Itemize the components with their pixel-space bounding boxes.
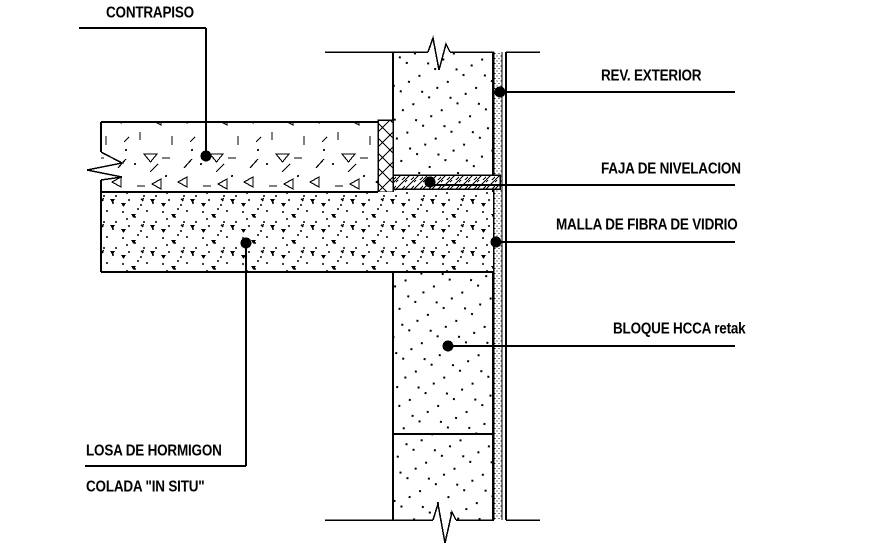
break-line-top-wall [325,35,540,71]
concrete-slab-layer [100,191,493,273]
faja-de-nivelacion-mortar-bed [392,174,501,190]
label-contrapiso: CONTRAPISO [106,4,194,21]
leader-dot-malla_fibra_vidrio [490,236,502,248]
lower-hcca-block-wall [392,189,494,520]
contrapiso-screed-layer [86,121,378,192]
leader-dot-contrapiso [200,150,212,162]
leader-lines-group [79,27,735,467]
leader-dot-faja_nivelacion [424,176,436,188]
break-line-bottom-wall [325,503,540,544]
exterior-render-layer [493,52,507,520]
break-line-left-screed [86,151,125,181]
label-rev-exterior: REV. EXTERIOR [601,67,702,84]
label-colada-in-situ: COLADA "IN SITU" [86,478,205,495]
label-bloque-hcca-retak: BLOQUE HCCA retak [613,320,746,337]
label-losa-de-hormigon: LOSA DE HORMIGON [86,442,222,459]
label-texts-group: CONTRAPISO REV. EXTERIOR FAJA DE NIVELACIO… [86,4,747,495]
leader-dot-rev_exterior [494,86,506,98]
leader-dot-losa_hormigon [240,237,252,249]
upper-hcca-block-wall [392,52,494,192]
expansion-joint-strip [377,119,394,193]
label-faja-de-nivelacion: FAJA DE NIVELACION [601,160,741,177]
leader-dot-bloque_hcca [442,340,454,352]
label-malla-de-fibra-de-vidrio: MALLA DE FIBRA DE VIDRIO [556,216,738,233]
